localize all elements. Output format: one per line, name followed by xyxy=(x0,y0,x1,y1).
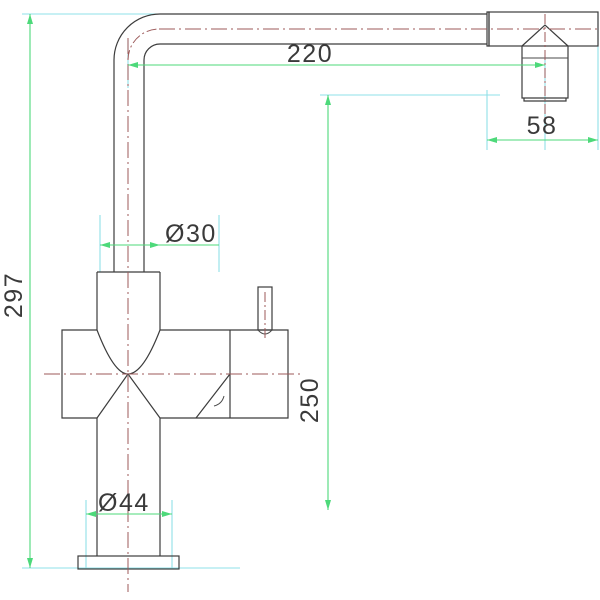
dimension-overall-height: 297 xyxy=(0,14,33,568)
arrowhead-297-bottom xyxy=(27,558,33,568)
faucet-outline xyxy=(61,11,599,570)
arrowhead-58-left xyxy=(487,137,497,143)
body-left-arm xyxy=(61,329,97,419)
extension-lines xyxy=(22,12,599,569)
dimension-spout-reach: 220 xyxy=(128,40,545,68)
arrowhead-250-top xyxy=(325,95,331,105)
spout-end-housing xyxy=(488,11,599,47)
arrowhead-d44-right xyxy=(162,511,172,517)
valve-chamfer-arc xyxy=(213,395,225,407)
arrowhead-d30-right xyxy=(150,242,160,248)
aerator-cylinder xyxy=(521,46,569,99)
spout-inner-profile xyxy=(143,43,487,272)
valve-chamfer xyxy=(195,373,231,419)
dim-label-220: 220 xyxy=(287,40,333,68)
spout-outer-profile xyxy=(113,13,487,272)
dim-label-d30: Ø30 xyxy=(165,220,217,248)
dim-label-58: 58 xyxy=(527,112,558,140)
arrowhead-d44-left xyxy=(86,511,96,517)
dim-label-297: 297 xyxy=(0,272,28,318)
dim-label-d44: Ø44 xyxy=(98,489,150,517)
dim-label-250: 250 xyxy=(296,377,324,423)
dimension-column-diameter: Ø30 xyxy=(100,220,219,248)
center-lines xyxy=(44,14,598,592)
dimension-spout-end-offset: 58 xyxy=(487,112,598,143)
cross-diagonal-bottom-right xyxy=(127,373,161,419)
aerator-cone xyxy=(521,24,569,47)
arrowhead-58-right xyxy=(588,137,598,143)
arrowhead-250-bottom xyxy=(325,500,331,510)
cross-diagonal-bottom-left xyxy=(96,373,129,419)
centerline-elbow-arc xyxy=(127,28,160,61)
dimension-spout-height: 250 xyxy=(296,95,331,510)
arrowhead-220-left xyxy=(128,62,138,68)
dimension-base-diameter: Ø44 xyxy=(86,489,172,517)
arrowhead-d30-left xyxy=(100,242,110,248)
arrowhead-297-top xyxy=(27,14,33,24)
arrowhead-220-right xyxy=(535,62,545,68)
